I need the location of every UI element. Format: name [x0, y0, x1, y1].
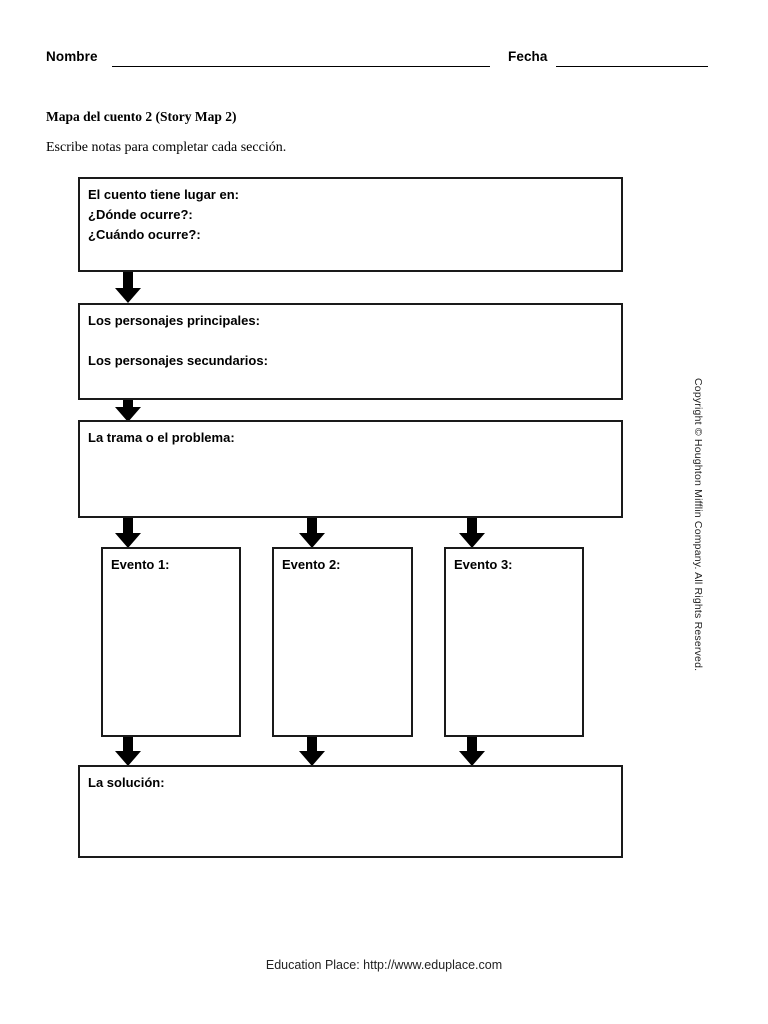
arrow-plot-to-event-1 [115, 518, 141, 548]
characters-box-labels: Los personajes principales: Los personaj… [88, 311, 615, 371]
event-2-box[interactable]: Evento 2: [272, 547, 413, 737]
arrow-characters-to-plot [115, 400, 141, 422]
event-1-box[interactable]: Evento 1: [101, 547, 241, 737]
secondary-characters-label: Los personajes secundarios: [88, 353, 268, 368]
setting-line-3: ¿Cuándo ocurre?: [88, 227, 201, 242]
date-label: Fecha [508, 49, 548, 64]
copyright-notice: Copyright © Houghton Mifflin Company. Al… [692, 378, 704, 672]
setting-box[interactable]: El cuento tiene lugar en: ¿Dónde ocurre?… [78, 177, 623, 272]
event-1-labels: Evento 1: [111, 555, 233, 575]
arrow-event-1-to-solution [115, 737, 141, 766]
setting-line-1: El cuento tiene lugar en: [88, 187, 239, 202]
main-characters-label: Los personajes principales: [88, 313, 260, 328]
event-3-labels: Evento 3: [454, 555, 576, 575]
name-label: Nombre [46, 49, 98, 64]
footer-source: Education Place: http://www.eduplace.com [265, 958, 503, 972]
page-title: Mapa del cuento 2 (Story Map 2) [46, 109, 237, 124]
event-2-label: Evento 2: [282, 557, 341, 572]
plot-label: La trama o el problema: [88, 430, 235, 445]
arrow-setting-to-characters [115, 272, 141, 303]
arrow-plot-to-event-2 [299, 518, 325, 548]
solution-label: La solución: [88, 775, 165, 790]
characters-box[interactable]: Los personajes principales: Los personaj… [78, 303, 623, 400]
instructions-text: Escribe notas para completar cada secció… [46, 140, 287, 155]
solution-box-labels: La solución: [88, 773, 615, 793]
event-3-label: Evento 3: [454, 557, 513, 572]
arrow-plot-to-event-3 [459, 518, 485, 548]
date-write-line[interactable] [556, 66, 708, 67]
name-write-line[interactable] [112, 66, 490, 67]
arrow-event-3-to-solution [459, 737, 485, 766]
event-1-label: Evento 1: [111, 557, 170, 572]
arrow-event-2-to-solution [299, 737, 325, 766]
plot-box[interactable]: La trama o el problema: [78, 420, 623, 518]
setting-box-labels: El cuento tiene lugar en: ¿Dónde ocurre?… [88, 185, 615, 245]
setting-line-2: ¿Dónde ocurre?: [88, 207, 193, 222]
event-2-labels: Evento 2: [282, 555, 405, 575]
event-3-box[interactable]: Evento 3: [444, 547, 584, 737]
solution-box[interactable]: La solución: [78, 765, 623, 858]
plot-box-labels: La trama o el problema: [88, 428, 615, 448]
